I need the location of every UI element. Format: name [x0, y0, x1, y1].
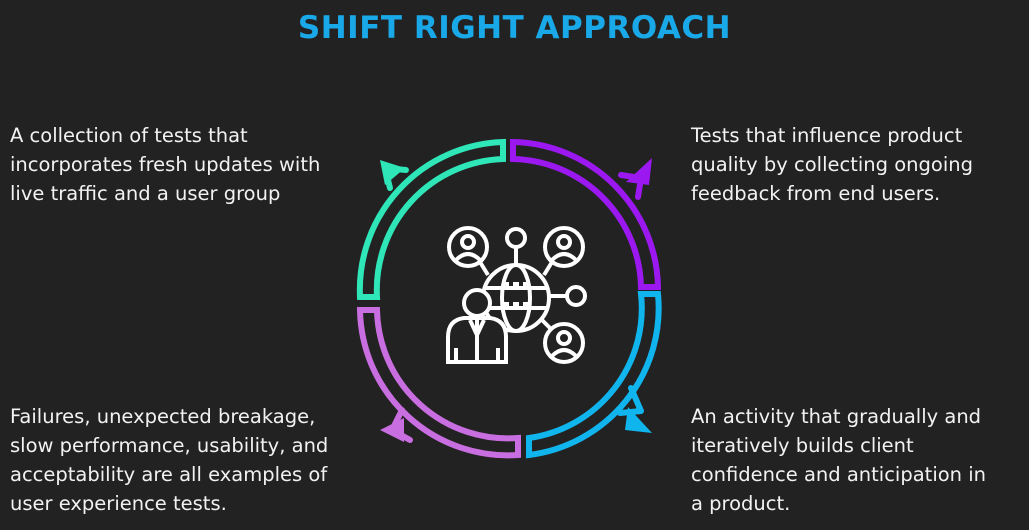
cycle-diagram	[356, 138, 662, 459]
bottom-right-description: An activity that gradually and iterative…	[691, 405, 986, 515]
page-title: SHIFT RIGHT APPROACH	[297, 10, 732, 46]
arrow-purple-head	[626, 158, 652, 185]
top-right-description: Tests that influence product quality by …	[691, 124, 973, 205]
cycle-segment-blue	[526, 291, 662, 459]
cycle-segment-violet	[356, 307, 521, 459]
cycle-segment-purple	[510, 138, 662, 290]
arrow-blue-icon	[617, 385, 644, 416]
arrow-teal-icon	[382, 165, 409, 191]
arrow-violet-icon	[389, 407, 413, 443]
top-left-description: A collection of tests that incorporates …	[10, 124, 321, 205]
global-users-network-icon	[446, 226, 587, 364]
globe-data-marks	[503, 282, 529, 307]
bottom-left-description: Failures, unexpected breakage, slow perf…	[10, 405, 329, 515]
cycle-segment-teal	[356, 138, 506, 300]
